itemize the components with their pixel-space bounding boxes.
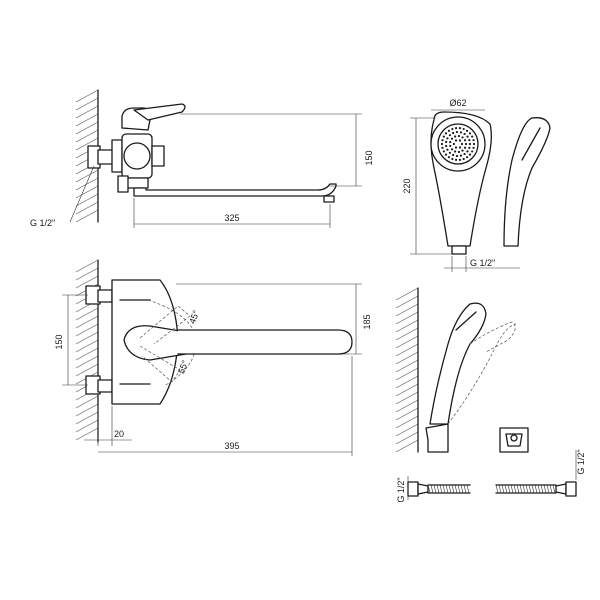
diverter-knob <box>151 145 165 167</box>
shower-nozzles <box>440 127 476 161</box>
dim-thread-side: G 1/2" <box>30 218 55 228</box>
hose-right-nut <box>565 481 577 497</box>
hand-shower-side <box>503 117 551 247</box>
holder-front <box>499 427 529 453</box>
dim-shower-thread: G 1/2" <box>470 258 495 268</box>
dim-shower-length: 220 <box>402 178 412 193</box>
dim-hose-thread-left: G 1/2" <box>396 477 406 502</box>
shower-hose: G 1/2" G 1/2" <box>396 449 586 502</box>
angle-down-label: 55° <box>176 358 190 375</box>
body-cartridge-circle <box>123 142 151 170</box>
angle-up-label: 45° <box>187 308 201 325</box>
front-spout <box>177 329 353 355</box>
shower-thread-stub <box>451 245 467 255</box>
dim-wall-offset: 20 <box>114 429 124 439</box>
spout <box>133 183 337 197</box>
front-view: 45° 55° 150 185 20 395 <box>54 259 372 456</box>
dim-side-height: 150 <box>364 150 374 165</box>
spout-swivel <box>125 177 149 189</box>
mounted-hand-shower <box>429 302 487 425</box>
body-flange <box>111 139 123 173</box>
hand-shower-views: Ø62 220 G 1/2" <box>402 98 551 272</box>
shower-holder-view <box>395 287 529 453</box>
dim-spout-reach: 325 <box>224 213 239 223</box>
shower-head-face <box>430 116 486 172</box>
lower-eccentric <box>97 379 113 393</box>
hose-left-nut <box>407 481 419 497</box>
dim-front-height: 185 <box>362 314 372 329</box>
hose-right-segment <box>495 484 557 494</box>
aerator <box>323 195 335 203</box>
shower-outlet <box>117 175 129 193</box>
lever-handle <box>133 103 186 121</box>
dim-shower-diameter: Ø62 <box>449 98 466 108</box>
dim-overall-length: 395 <box>224 441 239 451</box>
side-view: 150 325 G 1/2" <box>30 89 374 228</box>
hose-left-segment <box>427 484 471 494</box>
dim-front-centers: 150 <box>54 334 64 349</box>
wall-bracket <box>425 423 449 453</box>
upper-eccentric <box>97 289 113 303</box>
dim-hose-thread-right: G 1/2" <box>576 449 586 474</box>
